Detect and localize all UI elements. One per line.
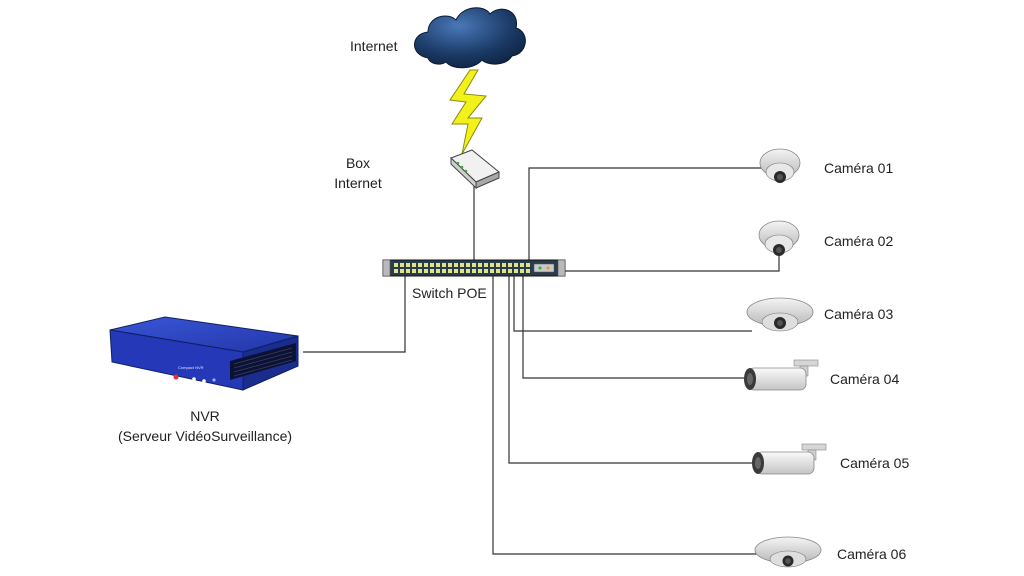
mini-dome-camera-icon [746,297,814,332]
lightning-icon [449,69,487,155]
bullet-camera-icon [752,443,827,475]
camera-06-label: Caméra 06 [837,546,907,562]
router-icon [450,149,500,190]
nvr-brand-text: Compact NVR [178,365,204,370]
camera-04-label: Caméra 04 [830,371,900,387]
link-nvr [303,276,406,353]
link-camera-02 [559,256,780,272]
link-camera-03 [513,276,752,332]
nvr-device-icon: Compact NVR [109,316,299,391]
link-camera-04 [522,276,744,379]
camera-01-label: Caméra 01 [824,160,894,176]
nvr-label-line2: (Serveur VidéoSurveillance) [117,428,293,444]
bullet-camera-icon [744,359,819,391]
link-camera-01 [528,167,762,261]
box-internet-label-line1: Box [345,155,371,171]
switch-icon [382,259,566,277]
cloud-icon [414,7,526,69]
dome-camera-icon [759,148,801,183]
link-camera-05 [508,276,752,464]
box-internet-label-line2: Internet [334,175,382,191]
internet-label: Internet [350,38,398,54]
switch-label: Switch POE [412,285,487,301]
dome-camera-icon [758,220,800,256]
camera-03-label: Caméra 03 [824,306,894,322]
nvr-label-line1: NVR [190,408,220,424]
connection-lines [303,167,780,555]
link-camera-06 [492,276,758,555]
mini-dome-camera-icon [754,536,822,568]
camera-05-label: Caméra 05 [840,455,910,471]
camera-02-label: Caméra 02 [824,233,894,249]
